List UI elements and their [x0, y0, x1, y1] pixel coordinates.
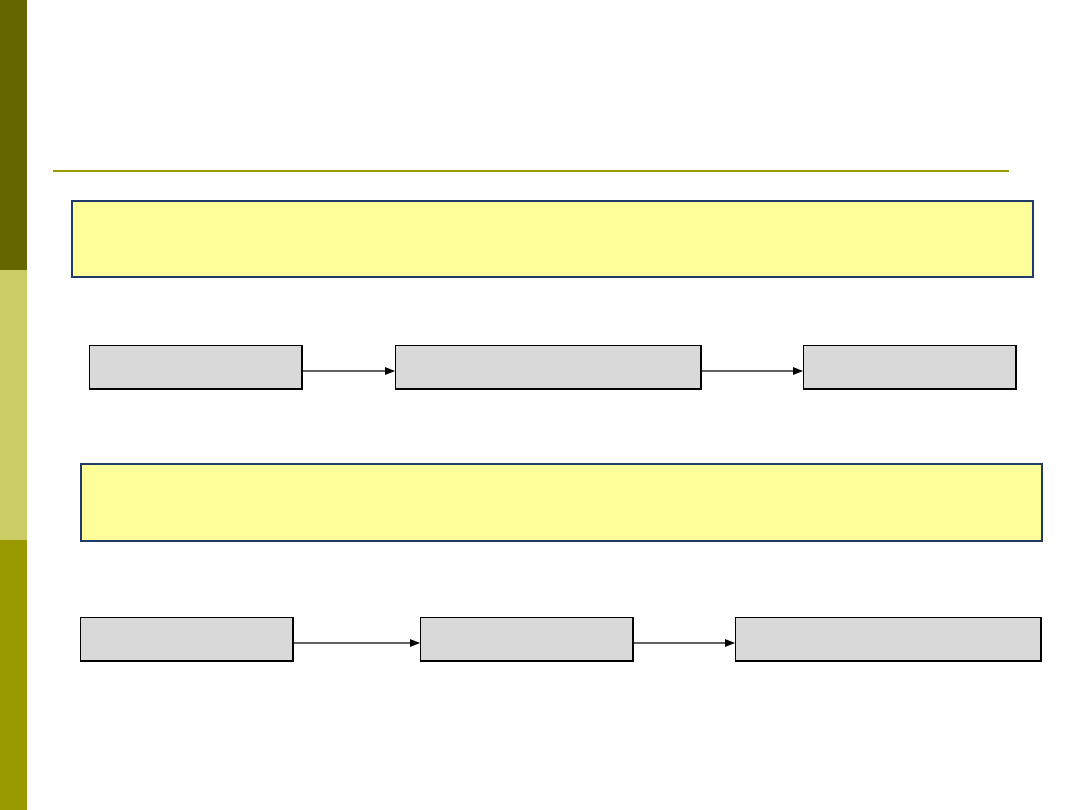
flow-1-step-3 [803, 345, 1017, 390]
sidebar-accent-top [0, 0, 27, 270]
sidebar-accent-middle [0, 270, 27, 540]
flow-2-step-3 [735, 617, 1042, 662]
highlight-box-2 [80, 463, 1043, 542]
highlight-box-1 [71, 200, 1034, 278]
flow-1-step-1 [89, 345, 303, 390]
flow-2-step-2 [420, 617, 634, 662]
sidebar-accent-bottom [0, 540, 27, 810]
title-underline [53, 170, 1009, 172]
flow-1-step-2 [395, 345, 702, 390]
flow-2-step-1 [80, 617, 294, 662]
